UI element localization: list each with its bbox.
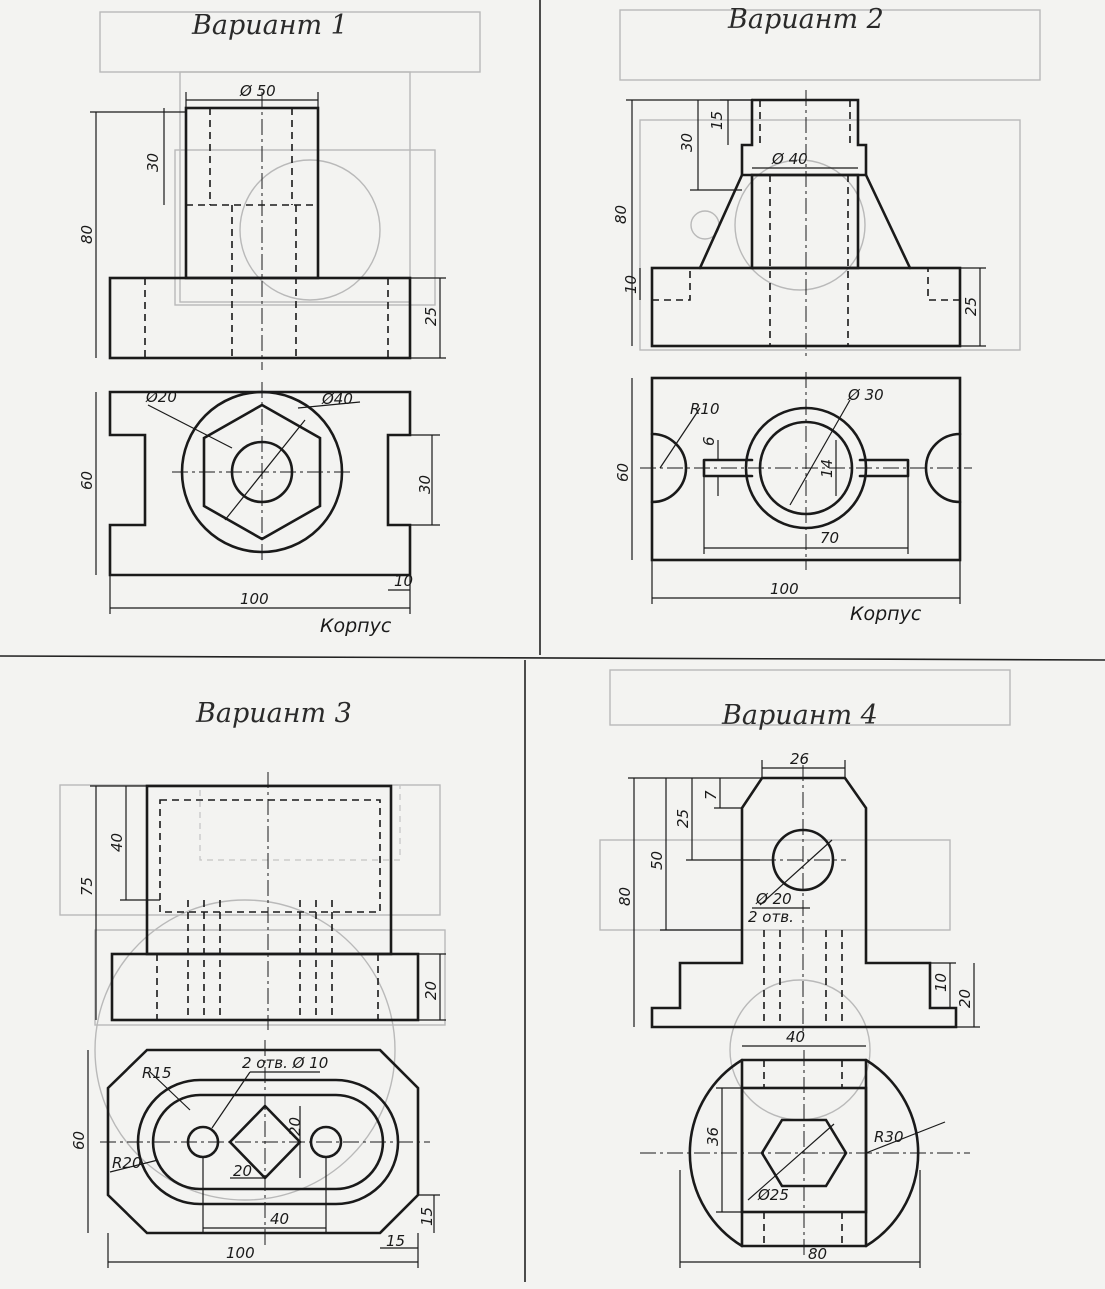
dim-v3-15b: 15 bbox=[386, 1232, 405, 1250]
variant-1: Вариант 1 Ø 50 30 80 25 Ø20 bbox=[78, 10, 446, 637]
bleed-through-ghost bbox=[59, 9, 1041, 1201]
dim-v2-60: 60 bbox=[614, 463, 632, 482]
dim-v3-r20: R20 bbox=[112, 1154, 142, 1172]
dim-v3-15a: 15 bbox=[418, 1207, 436, 1226]
dim-v2-80: 80 bbox=[612, 205, 630, 224]
dim-v4-r30: R30 bbox=[874, 1128, 904, 1146]
variant-1-caption: Корпус bbox=[320, 615, 392, 637]
dim-v2-30: 30 bbox=[678, 133, 696, 152]
variant-3: Вариант 3 40 75 20 R15 bbox=[70, 698, 446, 1268]
dim-v2-100: 100 bbox=[770, 580, 799, 598]
dim-v4-80b: 80 bbox=[808, 1245, 827, 1263]
dim-v1-100: 100 bbox=[240, 590, 269, 608]
dim-v4-26: 26 bbox=[790, 750, 809, 768]
dim-v1-10: 10 bbox=[394, 572, 413, 590]
divider-horizontal bbox=[0, 655, 1105, 661]
dim-v3-20b: 20 bbox=[233, 1162, 252, 1180]
dim-v3-40: 40 bbox=[108, 833, 126, 852]
dim-v3-r15: R15 bbox=[142, 1064, 172, 1082]
dim-v3-40b: 40 bbox=[270, 1210, 289, 1228]
dim-v1-d50: Ø 50 bbox=[239, 82, 276, 100]
dim-v2-70: 70 bbox=[820, 529, 839, 547]
dim-v4-25: 25 bbox=[674, 809, 692, 828]
dim-v4-20: 20 bbox=[956, 989, 974, 1008]
dim-v3-100: 100 bbox=[226, 1244, 255, 1262]
dim-v1-d40: Ø40 bbox=[321, 390, 353, 408]
variant-4-title: Вариант 4 bbox=[721, 700, 878, 731]
variant-4: Вариант 4 26 7 25 50 80 Ø 20 2 отв. 10 bbox=[616, 700, 980, 1268]
dim-v1-30: 30 bbox=[144, 153, 162, 172]
dim-v2-10: 10 bbox=[622, 275, 640, 294]
variant-3-title: Вариант 3 bbox=[195, 698, 352, 729]
dim-v3-20: 20 bbox=[422, 981, 440, 1000]
dim-v4-40: 40 bbox=[786, 1028, 805, 1046]
dim-v3-75: 75 bbox=[78, 877, 96, 896]
dim-v1-d20: Ø20 bbox=[145, 388, 177, 406]
dim-v2-d40: Ø 40 bbox=[771, 150, 808, 168]
dim-v4-80: 80 bbox=[616, 887, 634, 906]
dim-v3-60: 60 bbox=[70, 1131, 88, 1150]
dim-v2-25: 25 bbox=[962, 297, 980, 316]
dim-v4-10: 10 bbox=[932, 973, 950, 992]
variant-2: Вариант 2 15 30 Ø 40 80 10 25 bbox=[612, 4, 986, 625]
dim-v4-7: 7 bbox=[702, 790, 720, 800]
dim-v4-50: 50 bbox=[648, 851, 666, 870]
dim-v4-36: 36 bbox=[704, 1127, 722, 1146]
dim-v4-d20: Ø 20 bbox=[755, 890, 792, 908]
variant-1-title: Вариант 1 bbox=[191, 10, 348, 41]
dim-v1-60: 60 bbox=[78, 471, 96, 490]
variant-2-title: Вариант 2 bbox=[727, 4, 884, 35]
dim-v4-2holes: 2 отв. bbox=[748, 908, 794, 926]
dim-v1-25: 25 bbox=[422, 307, 440, 326]
dim-v4-d25: Ø25 bbox=[757, 1186, 789, 1204]
dim-v1-30b: 30 bbox=[416, 475, 434, 494]
dim-v2-14: 14 bbox=[818, 459, 836, 478]
dim-v2-d30: Ø 30 bbox=[847, 386, 884, 404]
dim-v2-15: 15 bbox=[708, 111, 726, 130]
dim-v3-20a: 20 bbox=[286, 1117, 304, 1136]
dim-v2-6: 6 bbox=[700, 436, 718, 446]
variant-2-caption: Корпус bbox=[850, 603, 922, 625]
dim-v2-r10: R10 bbox=[690, 400, 720, 418]
dim-v3-holes: 2 отв. Ø 10 bbox=[242, 1054, 328, 1072]
dim-v1-80: 80 bbox=[78, 225, 96, 244]
